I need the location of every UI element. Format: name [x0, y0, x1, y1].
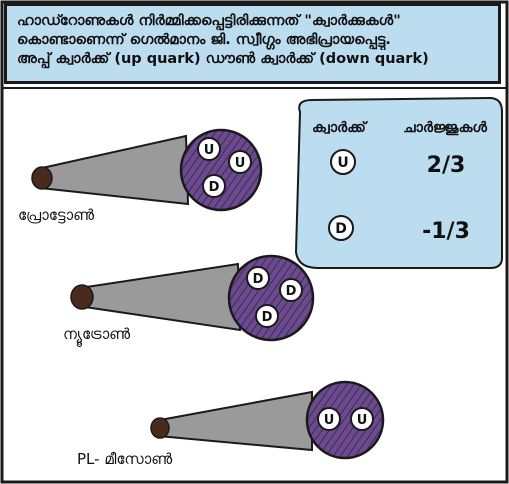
proton-quark-u1-label: U — [204, 143, 215, 158]
legend-header-charge: ചാർജ്ജുകൾ — [403, 120, 487, 136]
proton-quark-u1: U — [198, 138, 220, 160]
pion-quark-u1: U — [318, 408, 340, 430]
pion-label: PL- മീസോൺ — [77, 450, 172, 468]
legend-down-symbol: D — [335, 221, 347, 237]
pion-quark-u1-label: U — [324, 413, 335, 428]
legend-down-quark: D — [329, 216, 353, 240]
neutron-quark-d3: D — [256, 305, 278, 327]
pion-cone — [158, 392, 312, 450]
proton-label: പ്രോട്ടോൺ — [18, 206, 94, 224]
neutron-quark-d1-label: D — [253, 272, 264, 287]
neutron-quark-d1: D — [247, 267, 269, 289]
pion-particle — [151, 382, 383, 458]
legend-up-symbol: U — [337, 155, 348, 171]
neutron-quark-d2-label: D — [286, 284, 297, 299]
neutron-tip — [71, 285, 93, 309]
pion-quark-u2: U — [351, 408, 373, 430]
legend-down-charge: -1/3 — [422, 219, 470, 244]
pion-quark-u2-label: U — [357, 413, 368, 428]
proton-cone — [40, 136, 188, 204]
proton-particle — [32, 130, 261, 210]
neutron-quark-d2: D — [280, 279, 302, 301]
proton-quark-u2: U — [229, 151, 251, 173]
neutron-cone — [78, 264, 240, 330]
legend-up-quark: U — [331, 150, 355, 174]
proton-tip — [32, 167, 52, 189]
neutron-quark-d3-label: D — [262, 310, 273, 325]
proton-quark-d: D — [203, 175, 225, 197]
proton-quark-d-label: D — [209, 180, 220, 195]
legend-header-quark: ക്വാർക്ക് — [312, 120, 366, 136]
neutron-label: ന്യൂട്രോൺ — [63, 325, 130, 343]
proton-quark-u2-label: U — [235, 156, 246, 171]
proton-sphere — [181, 130, 261, 210]
legend-up-charge: 2/3 — [427, 153, 466, 178]
pion-tip — [151, 418, 169, 438]
neutron-sphere — [229, 256, 313, 340]
